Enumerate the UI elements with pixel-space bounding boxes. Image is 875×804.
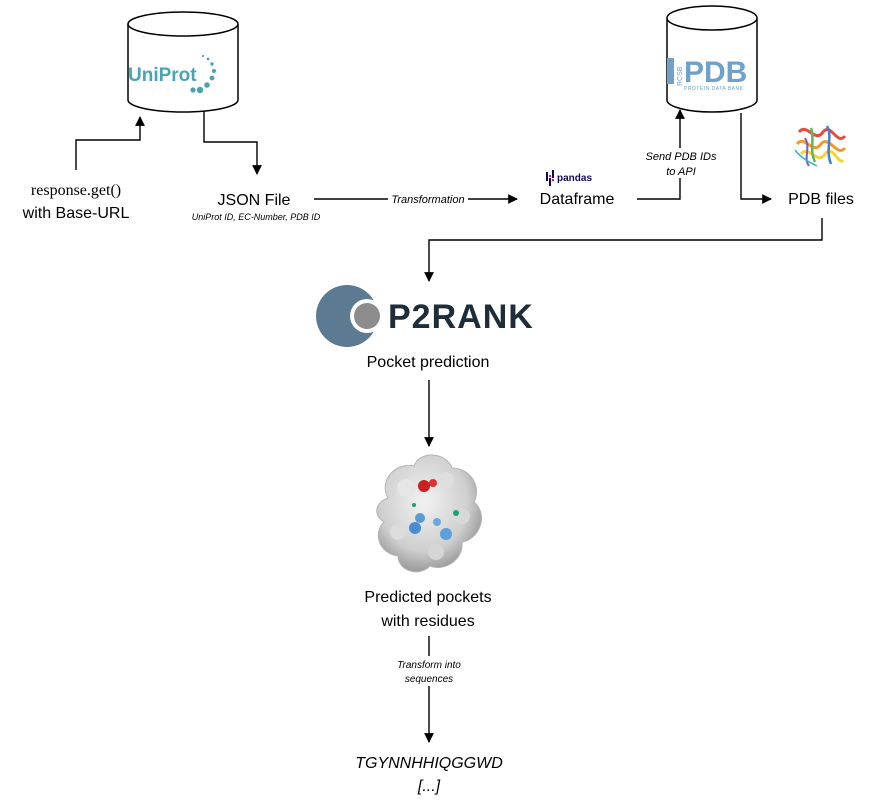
predicted-pockets-line-2: with residues (380, 613, 474, 630)
rcsb-logo-text: RCSB (677, 66, 684, 86)
edge-label-send-ids-2: to API (666, 166, 696, 178)
database-cylinder-icon (666, 18, 758, 113)
edge-uniprot-to-json (203, 111, 262, 175)
database-cylinder-icon (127, 24, 239, 113)
predicted-pockets-line-1: Predicted pockets (364, 589, 491, 606)
json-file-fields: UniProt ID, EC-Number, PDB ID (192, 212, 321, 222)
edge-label-transformation: Transformation (391, 194, 464, 206)
json-file-label: JSON File (218, 192, 291, 209)
protein-surface-icon (376, 454, 483, 573)
request-line-1: response.get() (31, 182, 121, 199)
pocket-prediction-label: Pocket prediction (367, 354, 490, 371)
pandas-logo-icon: pandas (546, 170, 592, 186)
edge-label-transform-1: Transform into (397, 660, 461, 671)
edge-label-send-ids-1: Send PDB IDs (646, 151, 717, 163)
pdb-database: RCSB PDB PROTEIN DATA BANK (666, 5, 758, 113)
dataframe-label: Dataframe (540, 191, 615, 208)
uniprot-dots-icon (190, 54, 216, 94)
p2rank-logo: P2RANK (316, 285, 534, 347)
edge-label-bg (384, 656, 474, 686)
edge-label-bg (640, 148, 722, 178)
p2rank-logo-text: P2RANK (388, 298, 534, 336)
uniprot-logo-text: UniProt (128, 65, 197, 86)
edge-label-transform-2: sequences (405, 674, 453, 685)
pdb-logo-text: PDB (684, 56, 747, 89)
request-line-2: with Base-URL (22, 205, 130, 222)
edge-pdb-to-files (740, 113, 772, 204)
pandas-logo-text: pandas (557, 173, 592, 184)
pdb-logo-subtitle: PROTEIN DATA BANK (684, 86, 744, 92)
uniprot-database: UniProt (127, 11, 239, 113)
edge-files-to-p2rank (424, 218, 823, 282)
edge-dataframe-to-pdb (637, 109, 685, 200)
edge-label-bg (388, 192, 468, 206)
pdb-files-label: PDB files (788, 191, 854, 208)
protein-structure-icon (794, 125, 847, 167)
rcsb-bar-icon (667, 58, 674, 84)
sequence-line-1: TGYNNHHIQGGWD (355, 755, 503, 772)
edge-request-to-uniprot (75, 116, 145, 170)
sequence-line-2: [...] (417, 778, 441, 795)
